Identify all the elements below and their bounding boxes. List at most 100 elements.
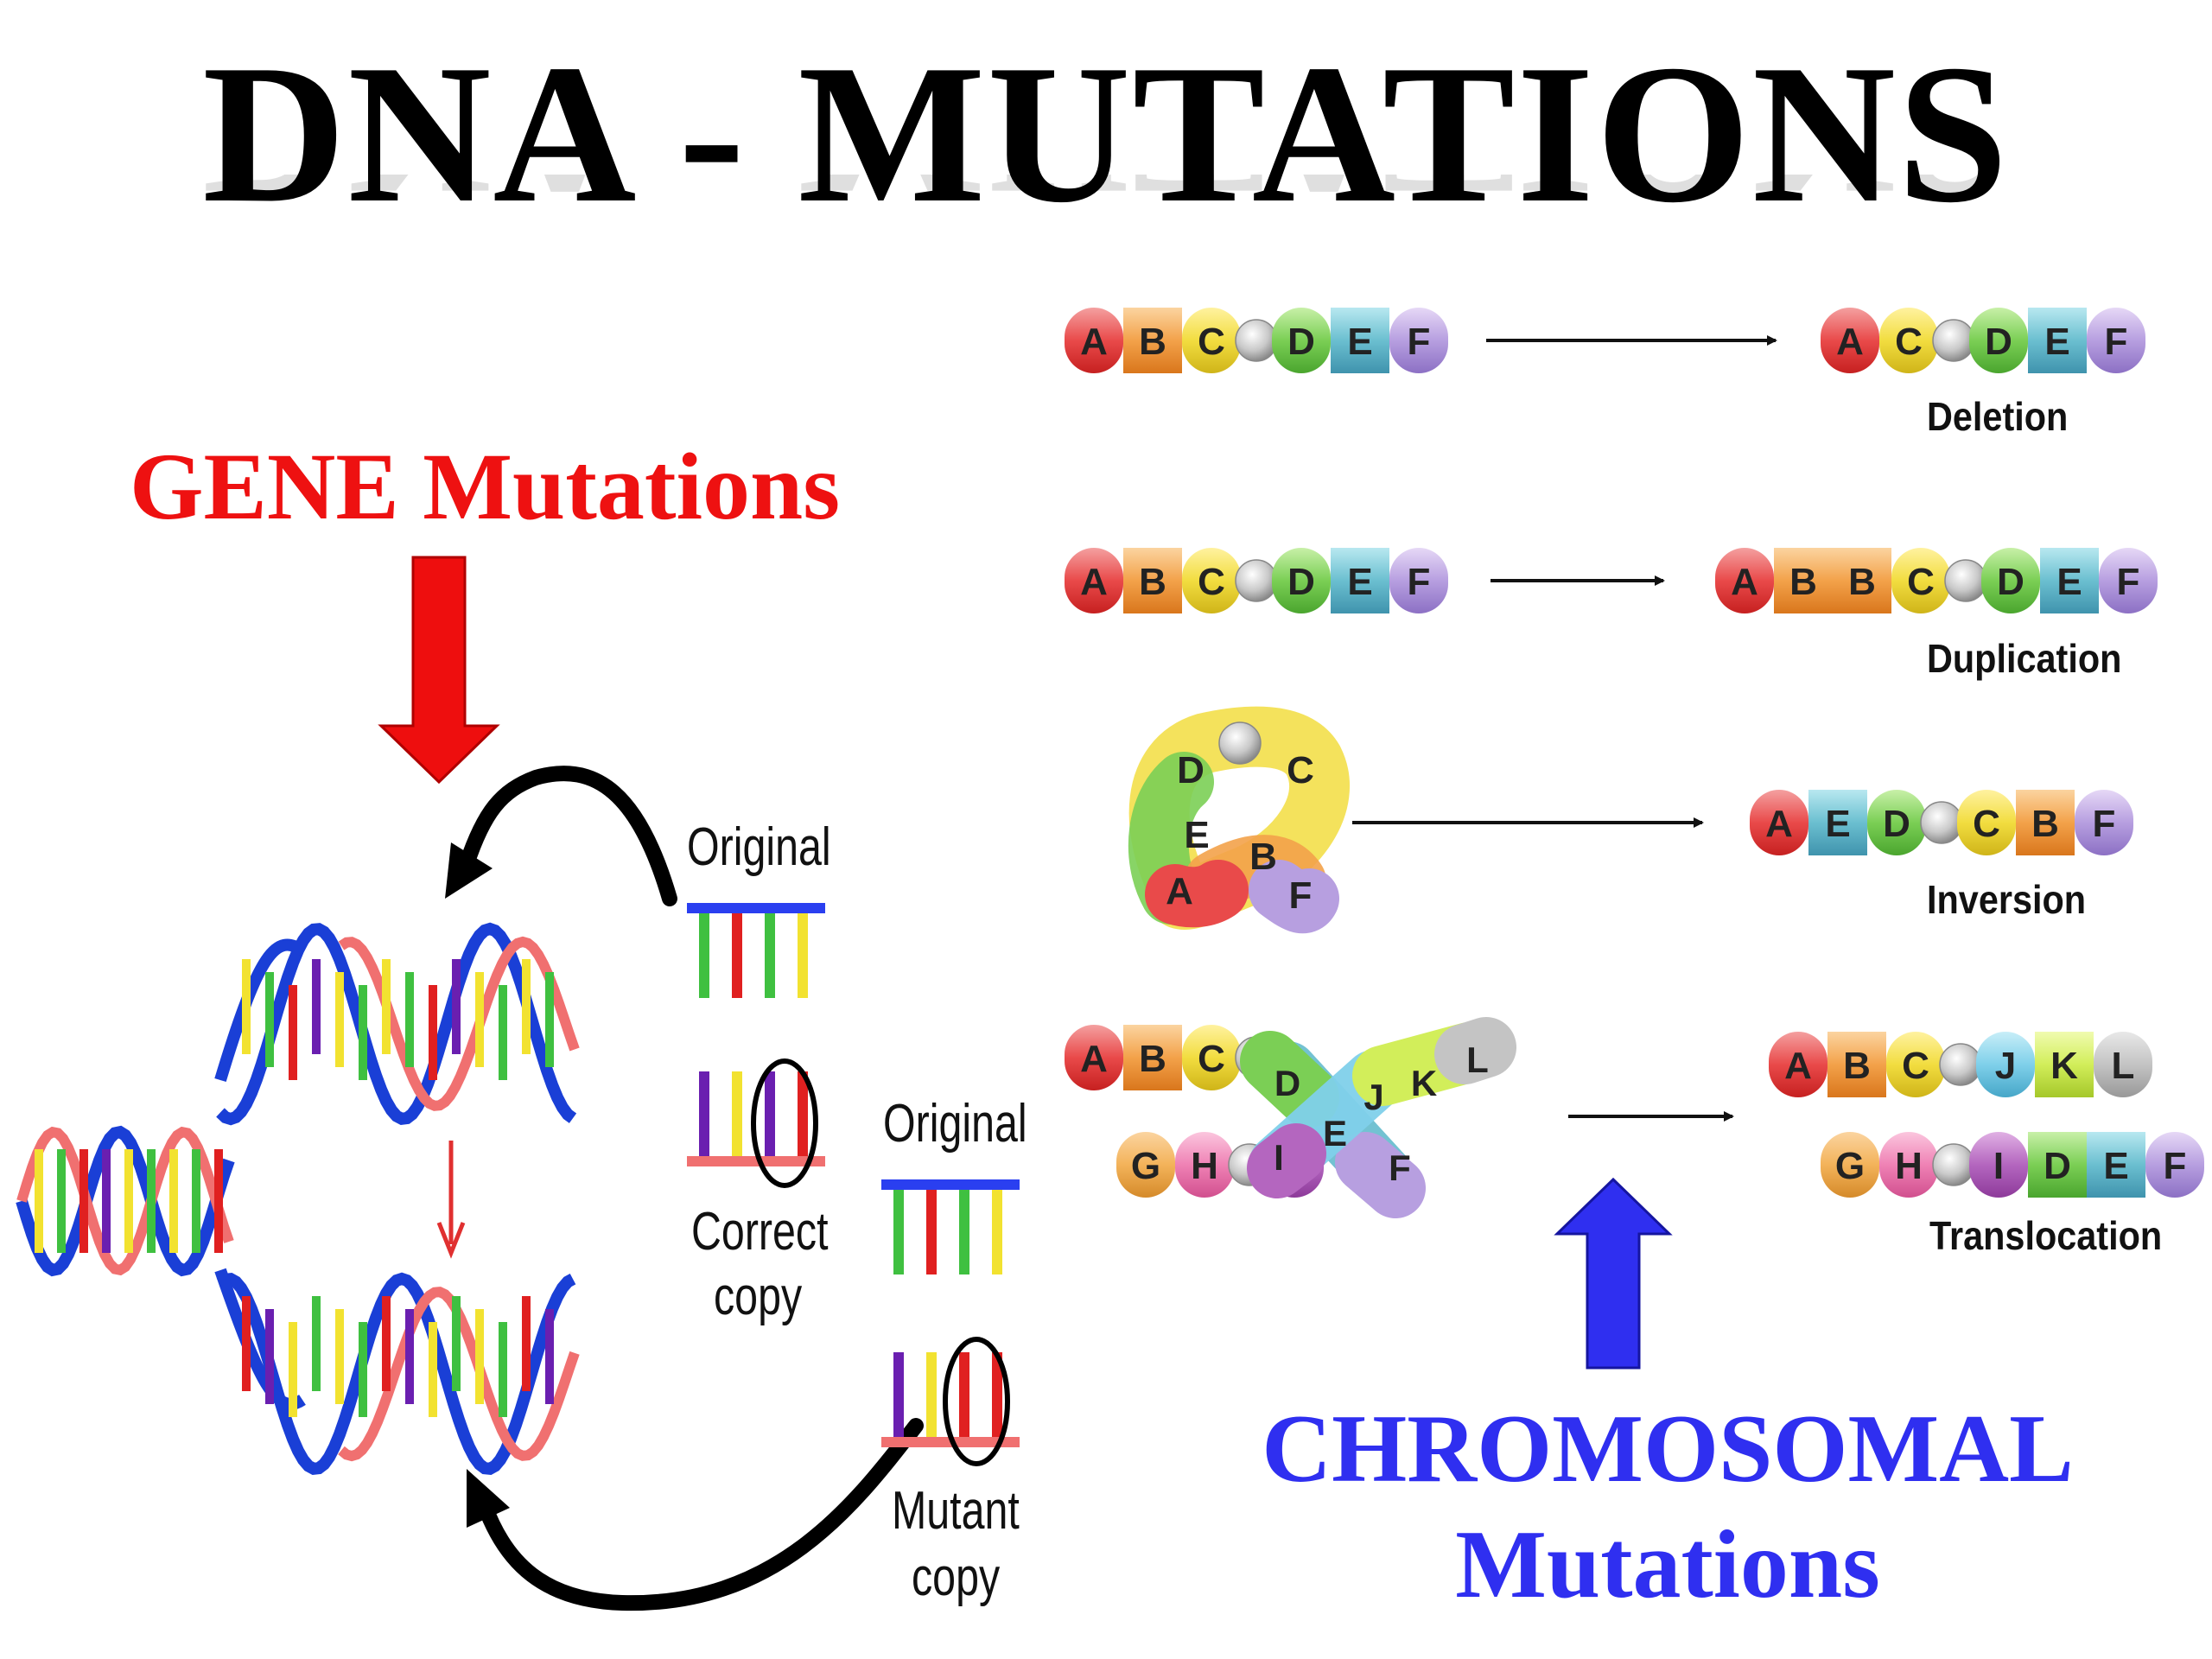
- chromosome-segment-c: [1182, 548, 1241, 613]
- chromosome-segment-d: [1981, 548, 2040, 613]
- segment-letter: C: [1973, 803, 2000, 845]
- chromosome-segment-f: [1389, 548, 1448, 613]
- mutant-copy-label-2: copy: [912, 1548, 1001, 1607]
- segment-letter: K: [1411, 1063, 1437, 1103]
- chromosome-segment-c: [1957, 790, 2016, 855]
- chromosome-segment-a: [1065, 548, 1123, 613]
- centromere: [1932, 1143, 1975, 1186]
- segment-letter: A: [1731, 561, 1758, 603]
- segment-letter: D: [1177, 749, 1205, 791]
- segment-letter: A: [1080, 1038, 1108, 1080]
- segment-letter: E: [2103, 1145, 2128, 1187]
- segment-letter: D: [2044, 1145, 2071, 1187]
- segment-letter: E: [1184, 814, 1209, 856]
- segment-letter: C: [1198, 561, 1225, 603]
- chromosome-segment-b: [1123, 308, 1182, 373]
- chromosome-segment-f: [1389, 308, 1448, 373]
- chromosome-segment-b: [1774, 548, 1833, 613]
- chromosome-segment-f: [2145, 1132, 2204, 1198]
- chromosome-segment-a: [1750, 790, 1808, 855]
- segment-letter: C: [1198, 321, 1225, 363]
- segment-letter: F: [2093, 803, 2116, 845]
- segment-letter: E: [2044, 321, 2069, 363]
- segment-letter: I: [1993, 1145, 2004, 1187]
- segment-letter: F: [1408, 561, 1431, 603]
- mutant-to-helix-arrow: [467, 1418, 924, 1611]
- dna-double-helix: [16, 922, 580, 1476]
- translocation-label: Translocation: [1929, 1213, 2163, 1258]
- chromosome-segment-d: [1867, 790, 1926, 855]
- segment-letter: A: [1080, 561, 1108, 603]
- chromosome-segment-b: [1833, 548, 1891, 613]
- segment-letter: L: [1466, 1039, 1489, 1080]
- segment-letter: J: [1363, 1077, 1383, 1117]
- correct-copy-label-1: Correct: [691, 1202, 829, 1262]
- segment-letter: F: [1289, 874, 1313, 917]
- chromosome-segment-i: [1969, 1132, 2028, 1198]
- deletion-label: Deletion: [1927, 394, 2069, 439]
- chromosomal-mutations-heading: CHROMOSOMAL Mutations: [1210, 1391, 2126, 1624]
- segment-letter: D: [1997, 561, 2024, 603]
- segment-letter: E: [1347, 321, 1372, 363]
- segment-letter: B: [1848, 561, 1876, 603]
- chromosome-segment-e: [1808, 790, 1867, 855]
- segment-letter: A: [1080, 321, 1108, 363]
- segment-letter: D: [1883, 803, 1910, 845]
- segment-letter: E: [1825, 803, 1850, 845]
- segment-letter: B: [1139, 321, 1166, 363]
- segment-letter: L: [2112, 1045, 2135, 1087]
- chromosome-segment-a: [1715, 548, 1774, 613]
- chromosome-segment-d: [1272, 548, 1331, 613]
- segment-letter: F: [1389, 1147, 1411, 1188]
- chromosome-segment-c: [1886, 1032, 1945, 1097]
- chromosome-segment-j: [1976, 1032, 2035, 1097]
- segment-letter: C: [1895, 321, 1923, 363]
- chromosome-segment-b: [1123, 548, 1182, 613]
- centromere: [1920, 801, 1963, 844]
- chromosome-segment-e: [2040, 548, 2099, 613]
- chromosome-segment-f: [2099, 548, 2158, 613]
- chromosome-segment-e: [2087, 1132, 2145, 1198]
- chromosome-segment-e: [1331, 308, 1389, 373]
- segment-letter: D: [1274, 1063, 1300, 1103]
- segment-letter: F: [2164, 1145, 2187, 1187]
- chromosome-segment-d: [2028, 1132, 2087, 1198]
- segment-letter: B: [1139, 561, 1166, 603]
- segment-letter: K: [2050, 1045, 2078, 1087]
- segment-letter: B: [1789, 561, 1817, 603]
- chromosome-segment-f: [2087, 308, 2145, 373]
- segment-letter: B: [1139, 1038, 1166, 1080]
- segment-letter: H: [1191, 1145, 1218, 1187]
- gene-mutations-heading: GENE Mutations: [130, 434, 841, 539]
- original-to-helix-arrow: [445, 766, 677, 906]
- chromosome-segment-d: [1969, 308, 2028, 373]
- segment-letter: E: [1323, 1113, 1347, 1154]
- segment-letter: D: [1985, 321, 2012, 363]
- segment-letter: F: [1408, 321, 1431, 363]
- chromosome-segment-f: [2075, 790, 2133, 855]
- dna-strand-icons: [687, 903, 1020, 1466]
- segment-letter: A: [1836, 321, 1864, 363]
- mutant-copy-label-1: Mutant: [892, 1481, 1020, 1541]
- chromosome-segment-b: [2016, 790, 2075, 855]
- original-label-top: Original: [687, 817, 831, 877]
- segment-letter: C: [1198, 1038, 1225, 1080]
- chromosome-segment-a: [1769, 1032, 1827, 1097]
- segment-letter: C: [1907, 561, 1935, 603]
- chromosome-segment-h: [1879, 1132, 1938, 1198]
- chromosome-segment-b: [1123, 1025, 1182, 1090]
- chromosome-segment-k: [2035, 1032, 2094, 1097]
- segment-letter: G: [1131, 1145, 1160, 1187]
- chromosomal-up-arrow: [1554, 1177, 1673, 1370]
- segment-letter: B: [1249, 836, 1277, 878]
- original-label-right: Original: [883, 1094, 1027, 1154]
- centromere: [1218, 721, 1262, 765]
